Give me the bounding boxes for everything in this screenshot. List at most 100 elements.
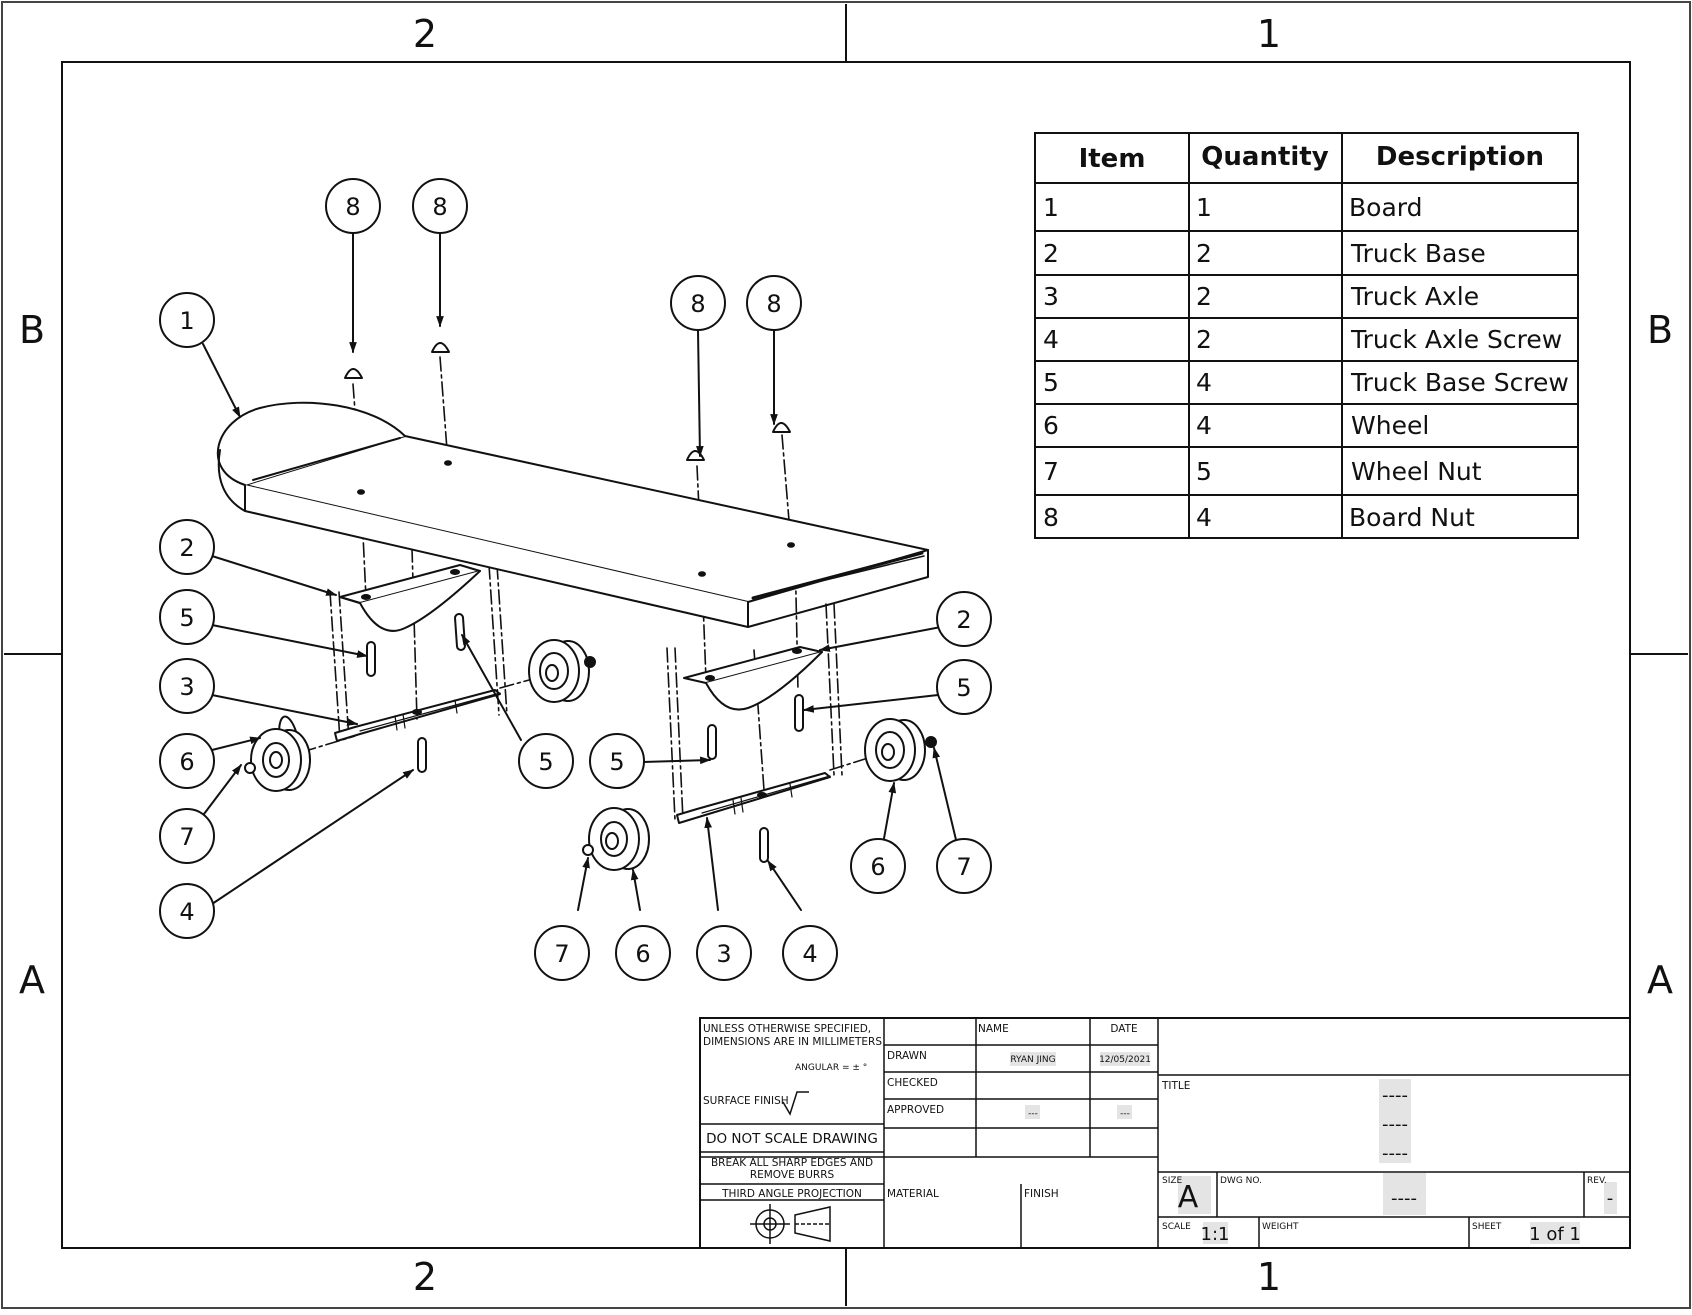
bom-row-2-item: 2: [1043, 239, 1059, 268]
title-block-fields: [1010, 1052, 1617, 1244]
tb-title-label: TITLE: [1161, 1080, 1190, 1092]
tb-drawn-date: 12/05/2021: [1099, 1055, 1151, 1065]
tb-scale-label: SCALE: [1162, 1222, 1191, 1232]
right-truck-base: [683, 646, 823, 711]
exploded-assembly: [202, 232, 958, 911]
tb-approved-name: ---: [1028, 1109, 1038, 1119]
svg-text:7: 7: [179, 823, 194, 851]
svg-text:5: 5: [179, 604, 194, 632]
svg-text:8: 8: [345, 193, 360, 221]
svg-text:6: 6: [179, 748, 194, 776]
balloon-truck-axle-left: 3: [159, 658, 215, 714]
zone-dividers: [4, 4, 1688, 1306]
bom-row-3-qty: 2: [1196, 282, 1212, 311]
bom-header-item: Item: [1079, 144, 1146, 174]
svg-text:7: 7: [554, 940, 569, 968]
balloon-truck-base-right: 2: [936, 591, 992, 647]
tb-break-edges-2: REMOVE BURRS: [750, 1169, 835, 1181]
tb-weight-label: WEIGHT: [1262, 1222, 1299, 1232]
zone-right-a: A: [1647, 958, 1673, 1002]
board: [216, 401, 929, 628]
svg-text:8: 8: [766, 290, 781, 318]
bom-row-6-item: 6: [1043, 411, 1059, 440]
zone-left-b: B: [19, 308, 45, 352]
balloon-truck-base-screw-4: 5: [589, 733, 645, 789]
balloon-wheel-1: 6: [159, 733, 215, 789]
bom-row-1-qty: 1: [1196, 193, 1212, 222]
bom-header-row: Item Quantity Description: [1079, 142, 1545, 174]
zone-right-b: B: [1647, 308, 1673, 352]
tb-angular: ANGULAR = ± °: [795, 1063, 867, 1073]
bom-row-1-desc: Board: [1349, 193, 1422, 222]
zone-top-2: 2: [413, 12, 437, 56]
svg-text:5: 5: [609, 748, 624, 776]
right-truck-axle: [676, 772, 831, 824]
svg-text:7: 7: [956, 853, 971, 881]
zone-left-a: A: [19, 958, 45, 1002]
balloon-board-nut-3: 8: [670, 275, 726, 331]
balloon-truck-base-screw-1: 5: [159, 589, 215, 645]
svg-text:8: 8: [432, 193, 447, 221]
tb-date-label: DATE: [1110, 1023, 1137, 1035]
bom-row-1-item: 1: [1043, 193, 1059, 222]
tb-sheet-value: 1 of 1: [1529, 1224, 1581, 1245]
left-truck-axle: [334, 689, 501, 742]
bom-row-7-desc: Wheel Nut: [1351, 457, 1482, 486]
bom-row-4-qty: 2: [1196, 325, 1212, 354]
bom-table: [1034, 132, 1579, 539]
bom-row-4-desc: Truck Axle Screw: [1350, 325, 1562, 354]
zone-bottom-1: 1: [1257, 1255, 1281, 1299]
tb-dwg-no-label: DWG NO.: [1220, 1176, 1262, 1186]
balloon-wheel-nut-3: 7: [534, 925, 590, 981]
svg-text:4: 4: [179, 898, 194, 926]
balloon-board-nut-1: 8: [325, 178, 381, 234]
balloon-truck-base-screw-3: 5: [936, 659, 992, 715]
svg-text:8: 8: [690, 290, 705, 318]
tb-name-label: NAME: [978, 1023, 1009, 1035]
bom-rows: 1 1 Board 2 2 Truck Base 3 2 Truck Axle …: [1043, 193, 1569, 532]
svg-text:1: 1: [179, 307, 194, 335]
item-balloons: 8 8 8 8 1 2 5 3 6 7 4 5 2 5 5 6 7 7 6 3 …: [159, 178, 992, 981]
leader-lines: [202, 232, 958, 911]
bom-row-2-desc: Truck Base: [1350, 239, 1486, 268]
tb-title-line-2: ----: [1382, 1114, 1408, 1135]
tb-notes-line2: DIMENSIONS ARE IN MILLIMETERS: [703, 1036, 882, 1048]
balloon-wheel-2: 6: [850, 838, 906, 894]
tb-approved-date: ---: [1120, 1109, 1130, 1119]
balloon-board-nut-4: 8: [746, 275, 802, 331]
bom-row-8-desc: Board Nut: [1349, 503, 1475, 532]
balloon-truck-axle-right: 3: [696, 925, 752, 981]
svg-text:5: 5: [538, 748, 553, 776]
tb-drawn-name: RYAN JING: [1010, 1055, 1055, 1065]
svg-text:6: 6: [635, 940, 650, 968]
bom-row-4-item: 4: [1043, 325, 1059, 354]
svg-text:2: 2: [956, 606, 971, 634]
bom-header-description: Description: [1376, 142, 1544, 172]
third-angle-projection-icon: [750, 1204, 831, 1244]
tb-notes-line1: UNLESS OTHERWISE SPECIFIED,: [703, 1023, 871, 1035]
balloon-board-nut-2: 8: [412, 178, 468, 234]
tb-approved-label: APPROVED: [887, 1104, 944, 1116]
wheel-left-front: [244, 715, 311, 792]
tb-drawn-label: DRAWN: [887, 1050, 927, 1062]
svg-text:3: 3: [179, 673, 194, 701]
zone-labels: 2 1 2 1 B A B A: [19, 12, 1673, 1299]
tb-title-line-3: ----: [1382, 1143, 1408, 1164]
svg-text:3: 3: [716, 940, 731, 968]
bom-row-3-item: 3: [1043, 282, 1059, 311]
balloon-wheel-nut-1: 7: [159, 808, 215, 864]
tb-surface-finish: SURFACE FINISH: [703, 1095, 789, 1107]
wheel-right-rear: [864, 718, 937, 782]
bom-row-2-qty: 2: [1196, 239, 1212, 268]
svg-text:5: 5: [956, 674, 971, 702]
balloon-truck-base-screw-2: 5: [518, 733, 574, 789]
tb-checked-label: CHECKED: [887, 1077, 938, 1089]
tb-rev-value: -: [1607, 1188, 1614, 1209]
tb-title-line-1: ----: [1382, 1085, 1408, 1106]
tb-size-label: SIZE: [1162, 1176, 1183, 1186]
bom-row-8-qty: 4: [1196, 503, 1212, 532]
svg-text:4: 4: [802, 940, 817, 968]
bom-row-7-item: 7: [1043, 457, 1059, 486]
tb-projection: THIRD ANGLE PROJECTION: [721, 1188, 862, 1200]
bom-row-6-desc: Wheel: [1351, 411, 1429, 440]
